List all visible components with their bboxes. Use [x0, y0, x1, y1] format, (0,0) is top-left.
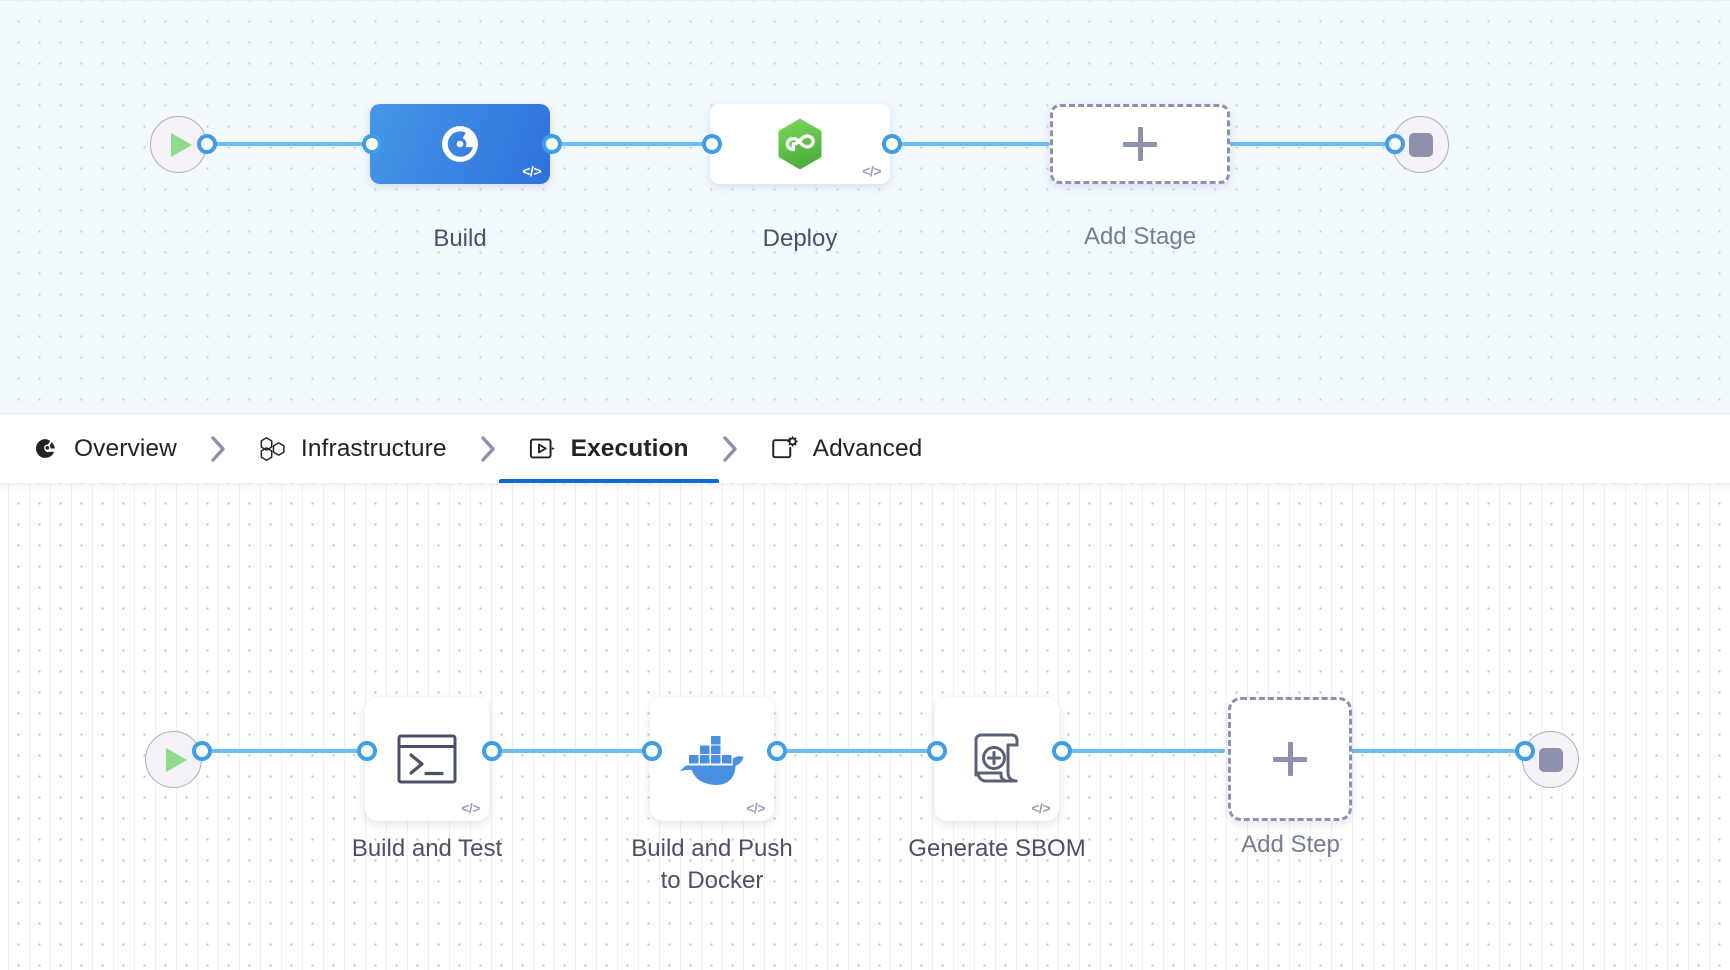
stage-build-input-port[interactable] [362, 134, 382, 154]
play-box-icon [529, 435, 557, 463]
step-node-generate-sbom[interactable]: </> [935, 697, 1059, 821]
edge-addstep-to-end [1350, 749, 1525, 753]
add-step-button[interactable] [1228, 697, 1352, 821]
stop-icon [1538, 747, 1563, 772]
tab-label: Infrastructure [300, 434, 447, 462]
add-stage-label: Add Stage [1083, 223, 1197, 250]
plus-icon [1273, 742, 1307, 776]
stage-start-port[interactable] [197, 134, 217, 154]
code-badge-icon[interactable]: </> [746, 800, 765, 816]
step-docker-input-port[interactable] [642, 741, 662, 761]
harness-ci-icon [32, 435, 60, 463]
edge-deploy-to-addstage [885, 142, 1050, 146]
plus-icon [1123, 127, 1157, 161]
stage-end-port[interactable] [1385, 134, 1405, 154]
step-label-build-and-push-to-docker: Build and Push to Docker [631, 835, 793, 894]
tab-label: Overview [74, 434, 177, 462]
step-start-port[interactable] [192, 741, 212, 761]
play-icon [166, 747, 187, 772]
stage-end-node[interactable] [1392, 116, 1449, 173]
chevron-right-icon [722, 435, 737, 462]
step-sbom-input-port[interactable] [927, 741, 947, 761]
add-stage-button[interactable] [1050, 104, 1230, 184]
stage-deploy-input-port[interactable] [702, 134, 722, 154]
active-tab-underline [498, 479, 719, 483]
terminal-icon [397, 734, 457, 784]
tab-separator [691, 434, 769, 464]
pipeline-stage-canvas[interactable]: </> Build </> Deploy [0, 0, 1730, 414]
step-node-build-and-push-to-docker[interactable]: </> [650, 697, 774, 821]
step-sbom-output-port[interactable] [1052, 741, 1072, 761]
chevron-right-icon [480, 435, 495, 462]
step-buildtest-input-port[interactable] [357, 741, 377, 761]
play-icon [171, 132, 192, 157]
step-label-generate-sbom: Generate SBOM [908, 835, 1086, 862]
sbom-scroll-icon [974, 733, 1019, 783]
hexagons-icon [259, 435, 287, 463]
execution-step-canvas[interactable]: </> Build and Test </> [0, 483, 1730, 970]
edge-start-to-buildtest [200, 749, 370, 753]
code-badge-icon[interactable]: </> [522, 163, 541, 179]
edge-sbom-to-addstep [1055, 749, 1225, 753]
edge-buildtest-to-docker [485, 749, 655, 753]
edge-build-to-deploy [545, 142, 710, 146]
code-badge-icon[interactable]: </> [461, 800, 480, 816]
step-node-build-and-test[interactable]: </> [365, 697, 489, 821]
stage-build-output-port[interactable] [542, 134, 562, 154]
code-badge-icon[interactable]: </> [1031, 800, 1050, 816]
tab-advanced[interactable]: Advanced [769, 414, 925, 483]
step-start-node[interactable] [145, 731, 202, 788]
tab-overview[interactable]: Overview [30, 414, 179, 483]
edge-addstage-to-end [1225, 142, 1395, 146]
step-buildtest-output-port[interactable] [482, 741, 502, 761]
step-docker-output-port[interactable] [767, 741, 787, 761]
chevron-right-icon [211, 435, 225, 462]
tab-label: Advanced [812, 434, 923, 462]
docker-whale-icon [680, 736, 744, 785]
edge-start-to-build [205, 142, 370, 146]
add-step-label: Add Step [1241, 831, 1340, 858]
edge-docker-to-sbom [770, 749, 940, 753]
tab-separator [179, 434, 257, 464]
tab-separator [449, 434, 527, 464]
step-end-port[interactable] [1515, 741, 1535, 761]
stage-label-deploy: Deploy [762, 225, 838, 252]
harness-ci-icon [441, 126, 478, 162]
stage-label-build: Build [433, 225, 487, 252]
box-gear-icon [771, 435, 799, 463]
step-label-build-and-test: Build and Test [351, 835, 503, 862]
code-badge-icon[interactable]: </> [862, 163, 881, 179]
stage-node-deploy[interactable]: </> [710, 104, 890, 184]
stage-node-build[interactable]: </> [370, 104, 550, 184]
stop-icon [1408, 132, 1433, 157]
step-end-node[interactable] [1522, 731, 1579, 788]
stage-deploy-output-port[interactable] [882, 134, 902, 154]
stage-config-tabs: Overview Infrastructure [0, 414, 1730, 483]
tab-infrastructure[interactable]: Infrastructure [257, 414, 449, 483]
tab-execution[interactable]: Execution [498, 414, 719, 483]
tab-label: Execution [570, 434, 689, 462]
harness-cd-icon [778, 118, 822, 170]
